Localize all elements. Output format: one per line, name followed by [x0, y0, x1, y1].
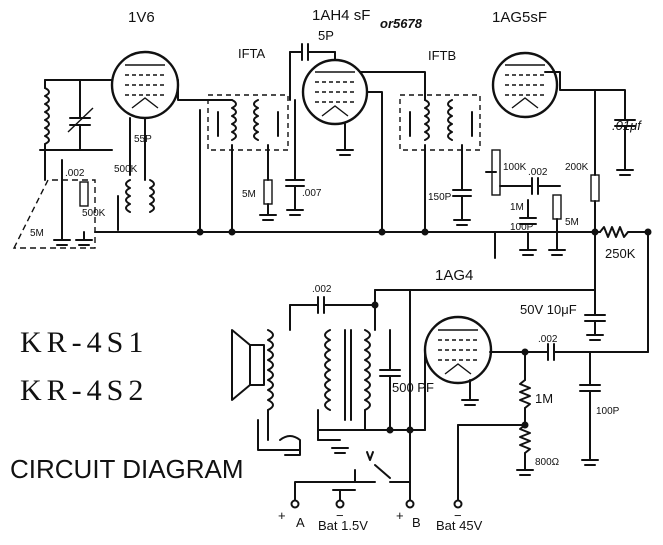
oscillator-coil: [117, 179, 155, 231]
c-002-c-label: .002: [312, 284, 332, 295]
terminal-plus-a: +: [278, 508, 286, 523]
r-1m-b-label: 1M: [535, 391, 553, 406]
r-5m-a-label: 5M: [30, 228, 44, 239]
c-55p-label: 55P: [134, 134, 152, 145]
ift-b-label: IFTB: [428, 48, 456, 63]
speaker-icon: [231, 329, 265, 401]
c-50v-label: 50V 10μF: [520, 302, 577, 317]
model-line-1: KR-4S1: [20, 326, 148, 359]
r-200k-label: 200K: [565, 162, 589, 173]
ground-left: [53, 231, 93, 246]
r-500k-label: 500K: [114, 164, 138, 175]
r-800-label: 800Ω: [535, 457, 560, 468]
tube-1ah4: [301, 58, 369, 126]
c-002-b-label: .002: [528, 167, 548, 178]
ift-b: [399, 94, 481, 151]
c-01-label: .01μf: [612, 118, 642, 133]
output-transformer: [267, 304, 371, 441]
tube-1ah4-label: 1AH4 sF: [312, 7, 370, 24]
c-100p-b-label: 100P: [596, 406, 620, 417]
ift-a-label: IFTA: [238, 46, 266, 61]
tube-1v6-label: 1V6: [128, 9, 155, 26]
r-5m-b-label: 5M: [242, 189, 256, 200]
diagram-title: CIRCUIT DIAGRAM: [10, 454, 244, 484]
c-002-a-label: .002: [65, 168, 85, 179]
terminal-minus-b: −: [454, 508, 462, 523]
terminal-plus-b: +: [396, 508, 404, 523]
terminal-minus-a: −: [336, 508, 344, 523]
terminal-a: A: [296, 515, 305, 530]
r-250k-label: 250K: [605, 246, 636, 261]
tuning-capacitor: [67, 79, 94, 151]
c-002-d-label: .002: [538, 334, 558, 345]
c-5p-label: 5P: [318, 28, 334, 43]
model-line-2: KR-4S2: [20, 374, 148, 407]
c-007-label: .007: [302, 188, 322, 199]
c-150p-label: 150P: [428, 192, 452, 203]
tube-1v6: [110, 50, 180, 120]
tube-1ag5: [491, 51, 559, 119]
r-100k-label: 100K: [503, 162, 527, 173]
r-5m-c-label: 5M: [565, 217, 579, 228]
terminal-bat-15: Bat 1.5V: [318, 518, 368, 533]
c-100p-a-label: 100P: [510, 222, 534, 233]
tube-1ah4-alt-label: or5678: [380, 16, 423, 31]
tube-1ag5-label: 1AG5sF: [492, 9, 547, 26]
terminal-b: B: [412, 515, 421, 530]
terminal-bat-45: Bat 45V: [436, 518, 483, 533]
r-500k-b-label: 500K: [82, 208, 106, 219]
tube-1ag4-label: 1AG4: [435, 267, 473, 284]
ift-a: [207, 94, 289, 151]
tube-1ag4: [423, 315, 493, 385]
r-1m-a-label: 1M: [510, 202, 524, 213]
input-coil: [12, 79, 96, 249]
c-500pf-label: 500 PF: [392, 380, 434, 395]
